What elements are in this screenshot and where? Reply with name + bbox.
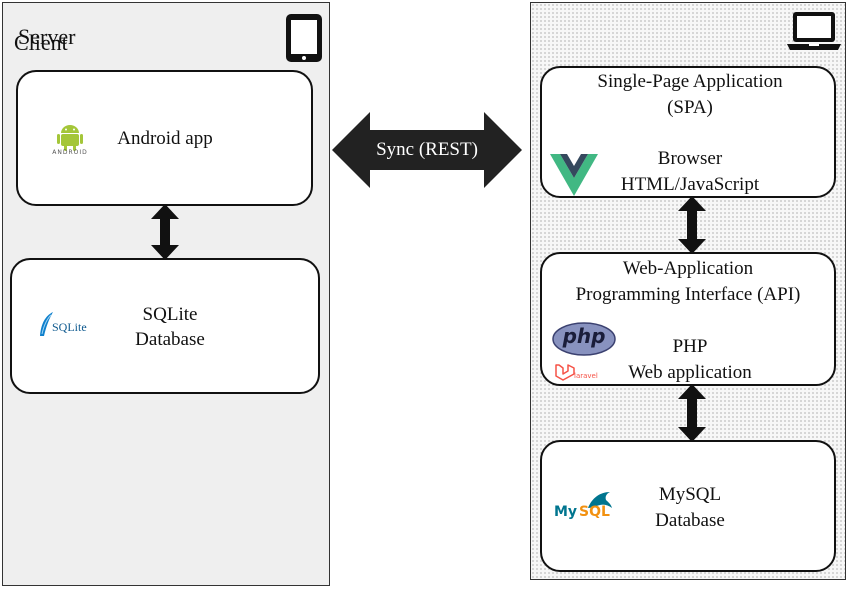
- vue-logo-icon: [550, 154, 598, 196]
- laravel-wordmark: laravel: [574, 372, 598, 380]
- sqlite-feather-icon: [40, 312, 53, 336]
- api-db-arrow: [678, 384, 706, 442]
- spa-body-line2: HTML/JavaScript: [620, 174, 760, 195]
- api-body-line1: PHP: [672, 336, 708, 357]
- spa-title-line1: Single-Page Application: [597, 71, 783, 92]
- android-wordmark: ANDROID: [52, 149, 88, 156]
- client-db-arrow: [151, 204, 179, 260]
- sqlite-label-line2: Database: [135, 329, 205, 350]
- mysql-wordmark-sql: SQL: [579, 504, 610, 520]
- api-body-line2: Web application: [628, 362, 752, 383]
- sqlite-box: [10, 258, 320, 394]
- android-app-label: Android app: [117, 128, 213, 149]
- client-title: Client: [14, 30, 68, 55]
- sync-double-arrow: [332, 112, 522, 188]
- server-title: Server: [18, 24, 76, 49]
- laravel-logo-icon: [555, 364, 575, 381]
- spa-api-arrow: [678, 196, 706, 254]
- mysql-wordmark-my: My: [554, 504, 578, 520]
- spa-box: [540, 66, 836, 198]
- api-box: [540, 252, 836, 386]
- spa-body-line1: Browser: [657, 148, 723, 169]
- spa-title-line2: (SPA): [667, 97, 713, 118]
- sqlite-label-line1: SQLite: [142, 304, 198, 325]
- mysql-label-line2: Database: [655, 510, 725, 531]
- api-title-line1: Web-Application: [622, 258, 754, 279]
- api-title-line2: Programming Interface (API): [575, 284, 801, 305]
- mysql-dolphin-icon: [588, 492, 612, 508]
- sqlite-wordmark: SQLite: [52, 320, 87, 334]
- sync-label: Sync (REST): [376, 139, 478, 160]
- laptop-icon: [787, 12, 841, 50]
- php-wordmark: php: [562, 324, 606, 348]
- android-logo-icon: [57, 125, 83, 151]
- tablet-icon: [286, 14, 322, 62]
- php-logo-icon: [552, 322, 616, 356]
- mysql-label-line1: MySQL: [658, 484, 722, 505]
